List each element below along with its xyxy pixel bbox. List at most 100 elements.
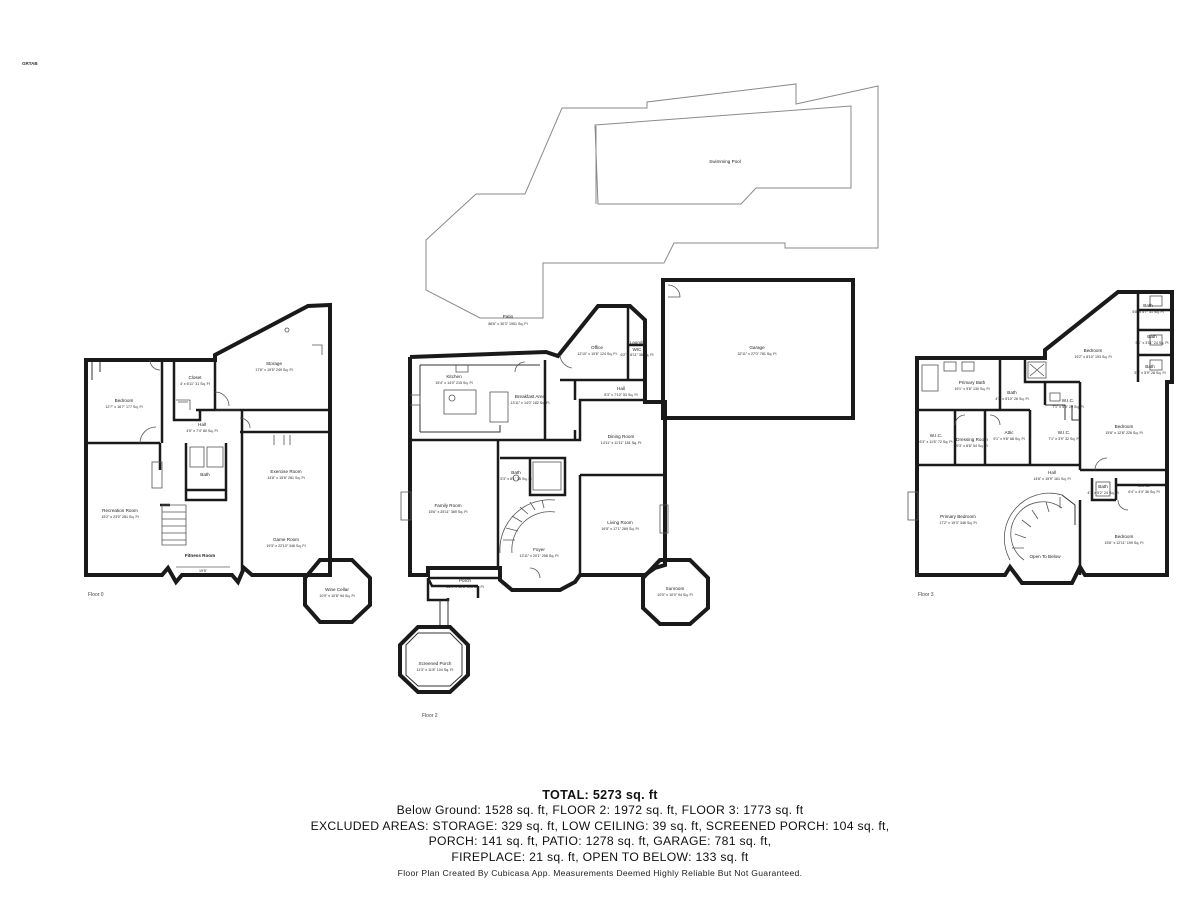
room-dim-porch: 36'4" x 10'3" 141 Sq. Ft <box>446 585 483 589</box>
room-name-exercise: Exercise Room <box>270 469 301 474</box>
room-name-living: Living Room <box>607 520 633 525</box>
room-name-wine: Wine Cellar <box>325 587 349 592</box>
floor2-plan <box>398 83 879 694</box>
room-name-bedroom-ne: Bedroom <box>1084 348 1103 353</box>
room-name-bedroom-se: Bedroom <box>1115 534 1134 539</box>
room-name-attic: Attic <box>1005 430 1015 435</box>
room-name-hall-f0: Hall <box>198 422 206 427</box>
room-dim-attic: 9'1" x 9'8" 68 Sq. Ft <box>993 437 1024 441</box>
room-name-family: Family Room <box>434 503 461 508</box>
room-dim-closet: 4' x 6'11" 31 Sq. Ft <box>180 382 210 386</box>
floor0-plan <box>84 302 372 624</box>
room-name-garage: Garage <box>749 345 765 350</box>
room-name-breakfast: Breakfast Area <box>515 394 546 399</box>
room-dim-primary-bath: 19'1" x 9'8" 130 Sq. Ft <box>954 387 989 391</box>
room-name-patio: Patio <box>503 314 514 319</box>
room-name-sunroom: Sunroom <box>666 586 685 591</box>
room-name-hall-f2: Hall <box>617 386 625 391</box>
floor0-label: Floor 0 <box>88 592 104 598</box>
room-dim-bedroom-ne: 19'2" x 8'10" 193 Sq. Ft <box>1074 355 1111 359</box>
room-name-dining: Dining Room <box>608 434 635 439</box>
total-area: TOTAL: 5273 sq. ft <box>542 788 658 802</box>
room-dim-wic-c: 7'1" x 3'9" 32 Sq. Ft <box>1048 437 1079 441</box>
room-dim-storage: 17'6" x 19'5" 249 Sq. Ft <box>255 368 292 372</box>
room-dim-office: 12'10" x 10'6" 124 Sq. Ft <box>577 352 616 356</box>
room-name-wic-b: W.I.C. <box>930 433 943 438</box>
room-name-wic-f2: WIC <box>633 347 643 352</box>
room-name-office: Office <box>591 345 603 350</box>
room-name-porch: Porch <box>459 578 471 583</box>
summary-line-4: FIREPLACE: 21 sq. ft, OPEN TO BELOW: 133… <box>451 849 749 864</box>
room-name-recreation: Recreation Room <box>102 508 138 513</box>
room-dim-wic-a: 7'1" x 5'3" 29 Sq. Ft <box>1052 405 1083 409</box>
room-dim-living: 16'5" x 17'1" 269 Sq. Ft <box>601 527 638 531</box>
room-dim-bath-top: 5'8" x 5'7" 31 Sq. Ft <box>1132 310 1163 314</box>
room-dim-exercise: 14'8" x 15'8" 281 Sq. Ft <box>267 476 304 480</box>
floor3-label: Floor 3 <box>918 592 934 598</box>
room-name-pool: Swimming Pool <box>709 159 741 164</box>
room-name-bedroom-f0: Bedroom <box>115 398 134 403</box>
room-name-bath-c: Bath <box>1098 484 1108 489</box>
room-dim-bath-low: 5'4" x 5'9" 28 Sq. Ft <box>1134 371 1165 375</box>
room-dim-family: 15'6" x 25'11" 369 Sq. Ft <box>428 510 467 514</box>
summary-line-1: Below Ground: 1528 sq. ft, FLOOR 2: 1972… <box>396 803 804 818</box>
room-name-bath-top: Bath <box>1143 303 1153 308</box>
room-dim-bedroom-se: 15'6" x 12'11" 199 Sq. Ft <box>1104 541 1143 545</box>
room-dim-sunroom: 10'0" x 10'0" 94 Sq. Ft <box>657 593 692 597</box>
room-dim-screened: 11'3" x 11'8" 104 Sq. Ft <box>417 668 454 672</box>
room-dim-bath-f2: 5'3" x 8'1" 35 Sq. Ft <box>500 477 531 481</box>
room-dim-hall-f0: 4'5" x 7'4" 80 Sq. Ft <box>186 429 217 433</box>
corner-tag: GRTAB <box>22 61 38 66</box>
room-name-kitchen: Kitchen <box>446 374 462 379</box>
room-name-wic-c: W.I.C. <box>1058 430 1071 435</box>
room-name-game: Game Room <box>273 537 299 542</box>
room-dim-dressing: 9'3" x 8'8" 54 Sq. Ft <box>956 444 987 448</box>
room-name-bedroom-e: Bedroom <box>1115 424 1134 429</box>
room-name-bath-f0: Bath <box>200 472 210 477</box>
room-name-bath-low: Bath <box>1145 364 1155 369</box>
room-name-fitness: Fitness Room <box>185 553 215 558</box>
room-name-hall-f3: Hall <box>1048 470 1056 475</box>
room-name-open: Open To Below <box>1029 554 1061 559</box>
room-name-screened: Screened Porch <box>419 661 452 666</box>
room-name-closet: Closet <box>188 375 202 380</box>
dim-span-f0: 19'5" <box>199 569 208 573</box>
floor2-label: Floor 2 <box>422 713 438 719</box>
room-dim-wic-b: 6'3" x 11'6" 72 Sq. Ft <box>919 440 952 444</box>
room-name-laundry: Laundry <box>630 340 647 345</box>
room-dim-hall-f2: 8'3" x 7'10" 53 Sq. Ft <box>604 393 637 397</box>
room-name-foyer: Foyer <box>533 547 545 552</box>
disclaimer-note: Floor Plan Created By Cubicasa App. Meas… <box>397 868 803 878</box>
room-dim-patio: 86'6" x 30'3" 1951 Sq. Ft <box>488 322 527 326</box>
room-dim-hall-f3: 14'6" x 15'9" 161 Sq. Ft <box>1033 477 1070 481</box>
room-dim-bath-mid: 5'1" x 3'11" 24 Sq. Ft <box>1135 341 1168 345</box>
room-dim-garage: 32'11" x 27'0" 781 Sq. Ft <box>737 352 776 356</box>
room-dim-wic-f2: 6'2" x 6'11" 38 Sq. Ft <box>620 353 653 357</box>
room-dim-game: 19'3" x 22'10" 346 Sq. Ft <box>266 544 305 548</box>
room-name-primary-bath: Primary Bath <box>959 380 986 385</box>
floor2-labels: Swimming Pool Patio 86'6" x 30'3" 1951 S… <box>417 159 777 719</box>
room-name-dressing: Dressing Room <box>956 437 988 442</box>
floor0-labels: Storage 17'6" x 19'5" 249 Sq. Ft Bedroom… <box>88 361 355 598</box>
room-dim-bedroom-e: 15'6" x 12'8" 226 Sq. Ft <box>1105 431 1142 435</box>
room-dim-bedroom-f0: 12'7" x 16'7" 177 Sq. Ft <box>105 405 142 409</box>
summary-line-3: PORCH: 141 sq. ft, PATIO: 1278 sq. ft, G… <box>428 834 772 849</box>
area-summary: TOTAL: 5273 sq. ft Below Ground: 1528 sq… <box>0 788 1200 865</box>
floor3-plan <box>907 290 1174 585</box>
room-dim-foyer: 13'11" x 20'1" 258 Sq. Ft <box>519 554 558 558</box>
floor3-labels: Bath 5'8" x 5'7" 31 Sq. Ft Bath 5'1" x 3… <box>918 303 1169 598</box>
room-dim-recreation: 15'2" x 23'0" 281 Sq. Ft <box>101 515 138 519</box>
room-dim-wic-d: 6'4" x 4'4" 36 Sq. Ft <box>1128 490 1159 494</box>
room-dim-dining: 14'11" x 11'11" 181 Sq. Ft <box>601 441 642 445</box>
room-dim-bath-c: 4'7" x 5'2" 24 Sq. Ft <box>1087 491 1118 495</box>
room-name-storage: Storage <box>266 361 283 366</box>
room-dim-wine: 10'9" x 10'8" 94 Sq. Ft <box>319 594 354 598</box>
room-name-wic-a: W.I.C. <box>1062 398 1075 403</box>
summary-line-2: EXCLUDED AREAS: STORAGE: 329 sq. ft, LOW… <box>310 818 890 833</box>
room-name-primary-bed: Primary Bedroom <box>940 514 976 519</box>
room-dim-kitchen: 15'4" x 14'0" 215 Sq. Ft <box>435 381 472 385</box>
room-name-bath-f2: Bath <box>511 470 521 475</box>
room-dim-bath-small: 4'7" x 5'10" 26 Sq. Ft <box>995 397 1028 401</box>
room-name-wic-d: W.I.C. <box>1138 483 1151 488</box>
